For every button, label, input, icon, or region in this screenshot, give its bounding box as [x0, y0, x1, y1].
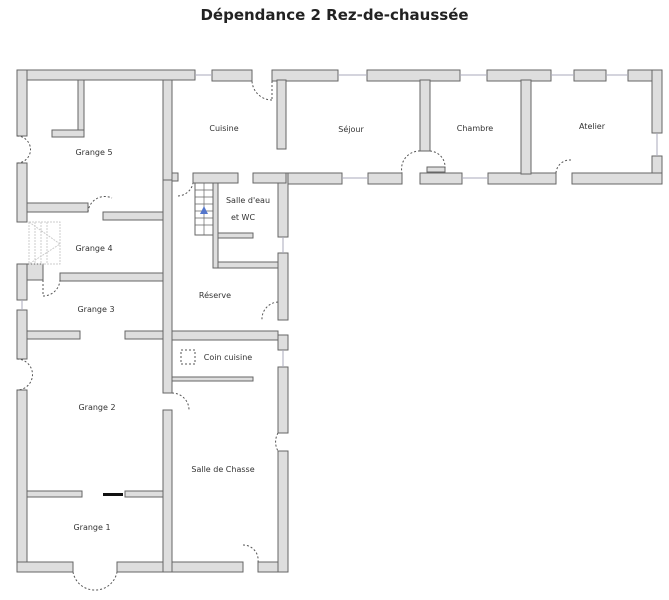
room-coin-cuisine: Coin cuisine — [204, 353, 252, 362]
room-labels: Grange 5 Grange 4 Grange 3 Grange 2 Gran… — [73, 122, 605, 532]
windows — [21, 74, 658, 367]
room-grange3: Grange 3 — [77, 305, 114, 314]
room-reserve: Réserve — [199, 290, 231, 300]
staircase — [194, 182, 214, 236]
walls — [16, 69, 663, 573]
room-salle-de-chasse: Salle de Chasse — [191, 465, 254, 474]
room-cuisine: Cuisine — [209, 124, 238, 133]
room-grange1: Grange 1 — [73, 523, 110, 532]
room-grange4: Grange 4 — [75, 244, 112, 253]
room-sejour: Séjour — [338, 124, 364, 134]
room-grange2: Grange 2 — [78, 403, 115, 412]
doors — [16, 80, 572, 591]
room-salle-eau-line1: Salle d'eau — [226, 196, 270, 205]
room-grange5: Grange 5 — [75, 148, 112, 157]
plan-title: Dépendance 2 Rez-de-chaussée — [200, 6, 469, 24]
stair-arrow-icon — [200, 206, 208, 214]
room-chambre: Chambre — [457, 124, 494, 133]
coin-cuisine-appliance — [180, 349, 196, 365]
room-atelier: Atelier — [579, 122, 606, 131]
grange4-staircase — [28, 221, 61, 265]
room-salle-eau-line2: et WC — [231, 213, 256, 222]
